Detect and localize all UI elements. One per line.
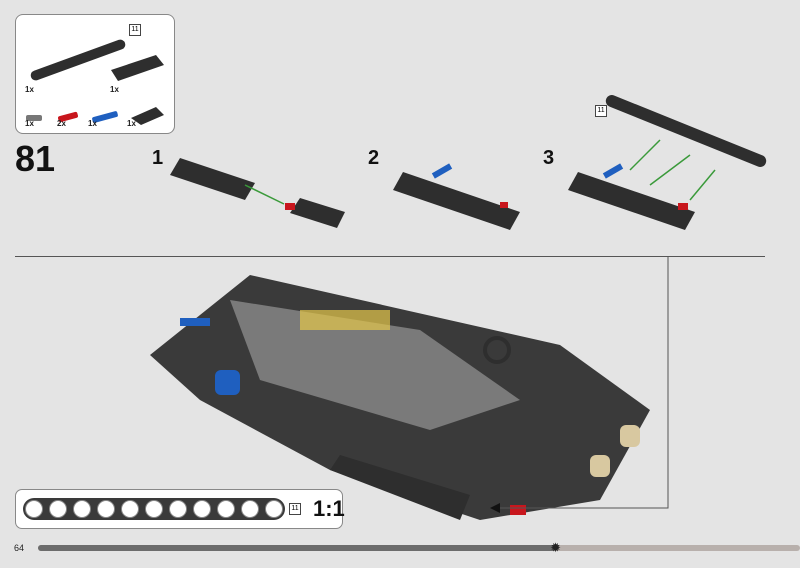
sun-marker-icon: ✹ bbox=[550, 540, 562, 555]
beam-hole bbox=[193, 500, 211, 518]
qty-label: 1x bbox=[25, 119, 34, 128]
beam-hole bbox=[49, 500, 67, 518]
qty-label: 2x bbox=[57, 119, 66, 128]
length-badge: 11 bbox=[289, 503, 301, 515]
substep-number: 1 bbox=[152, 147, 164, 169]
beam-hole bbox=[145, 500, 163, 518]
step-number: 81 bbox=[15, 138, 56, 179]
parts-illustration bbox=[26, 39, 164, 125]
panel-part bbox=[111, 55, 164, 81]
beam-hole bbox=[97, 500, 115, 518]
qty-label: 1x bbox=[25, 85, 34, 94]
parts-list-box: 11 1x 1x 1x 2x 1x 1x bbox=[15, 14, 175, 134]
beam-hole bbox=[241, 500, 259, 518]
callout-arrow-icon bbox=[490, 503, 500, 513]
beam-hole bbox=[73, 500, 91, 518]
scale-label: 1:1 bbox=[313, 496, 345, 521]
beam-11-ruler-illustration bbox=[23, 498, 285, 520]
substep-2-illustration bbox=[393, 163, 520, 230]
progress-bar: ✹ bbox=[38, 540, 800, 555]
gray-pin-part bbox=[26, 115, 42, 121]
beam-hole bbox=[265, 500, 283, 518]
length-badge: 11 bbox=[129, 24, 141, 36]
beam-hole bbox=[121, 500, 139, 518]
small-panel-part bbox=[131, 107, 164, 125]
qty-label: 1x bbox=[88, 119, 97, 128]
blue-pin-part bbox=[92, 111, 118, 123]
beam-hole bbox=[217, 500, 235, 518]
main-model-illustration bbox=[150, 275, 650, 520]
substep-3-illustration bbox=[568, 95, 767, 230]
beam-hole bbox=[169, 500, 187, 518]
length-badge: 11 bbox=[595, 105, 607, 117]
beam-11-part bbox=[30, 39, 126, 81]
progress-fill bbox=[38, 545, 557, 551]
substep-1-illustration bbox=[170, 158, 345, 228]
qty-label: 1x bbox=[127, 119, 136, 128]
callout-line bbox=[500, 256, 669, 509]
red-pin-part bbox=[58, 111, 78, 123]
page-number: 64 bbox=[14, 543, 25, 553]
beam-hole bbox=[25, 500, 43, 518]
length-ruler: 11 1:1 bbox=[15, 489, 345, 529]
substep-number: 2 bbox=[368, 147, 380, 169]
substep-number: 3 bbox=[543, 147, 555, 169]
section-divider bbox=[15, 256, 765, 257]
qty-label: 1x bbox=[110, 85, 119, 94]
